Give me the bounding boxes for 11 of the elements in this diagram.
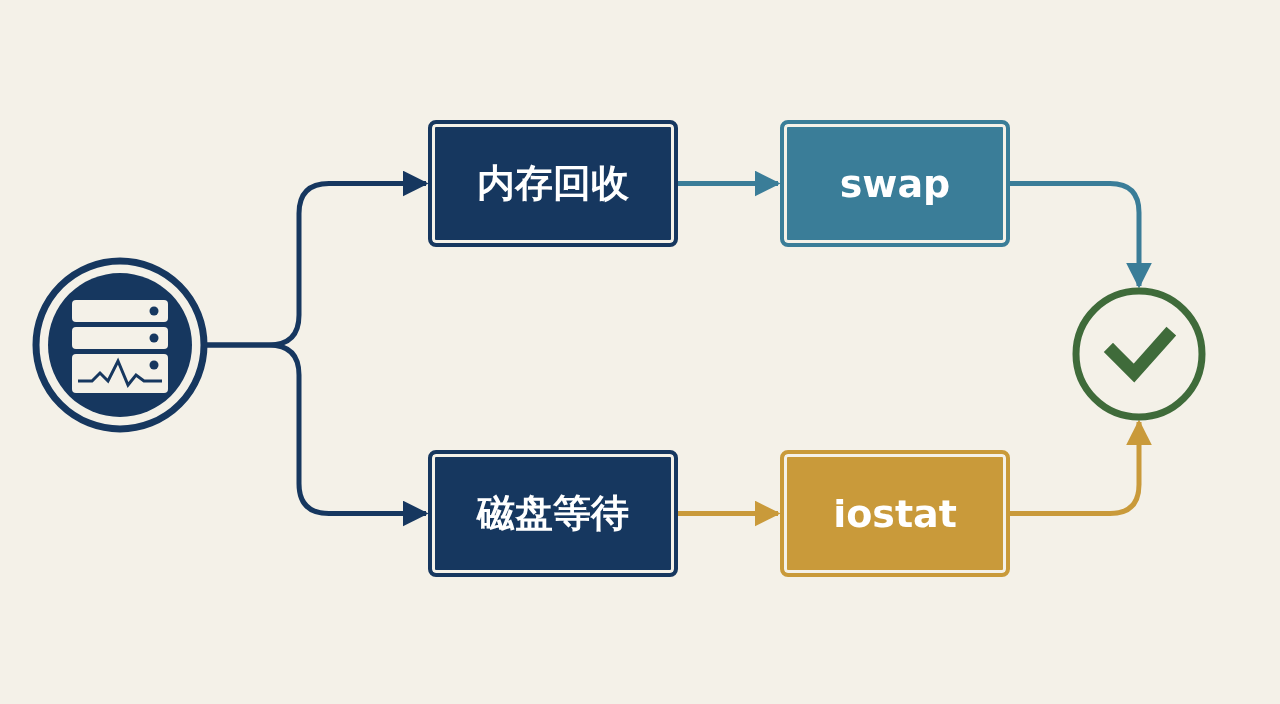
process-box: swap	[780, 120, 1010, 247]
arrow	[1009, 419, 1152, 516]
process-box: 内存回收	[428, 120, 678, 247]
arrow	[1009, 181, 1152, 289]
arrow	[677, 170, 781, 197]
arrow	[677, 500, 781, 527]
server-icon	[32, 257, 208, 433]
process-box: iostat	[780, 450, 1010, 577]
process-box: 磁盘等待	[428, 450, 678, 577]
checkmark-icon	[1071, 286, 1207, 422]
arrow	[207, 342, 429, 527]
